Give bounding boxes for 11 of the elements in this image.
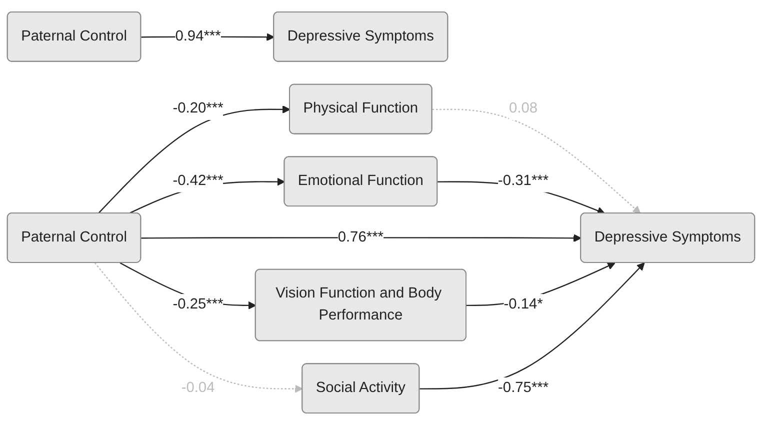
edge-label: -0.14* [504,296,543,312]
edge-label: 0.08 [509,100,538,116]
edge-label: 0.94*** [175,28,221,44]
arrow [141,234,582,242]
edge-label: -0.42*** [172,173,224,189]
edge-label: -0.25*** [172,296,224,312]
edge-label: -0.20*** [172,100,224,116]
edge-label: 0.76*** [338,229,384,246]
edge-label: -0.75*** [498,380,549,396]
edge-label: -0.31*** [498,173,549,189]
edge-label: -0.04 [181,380,215,396]
